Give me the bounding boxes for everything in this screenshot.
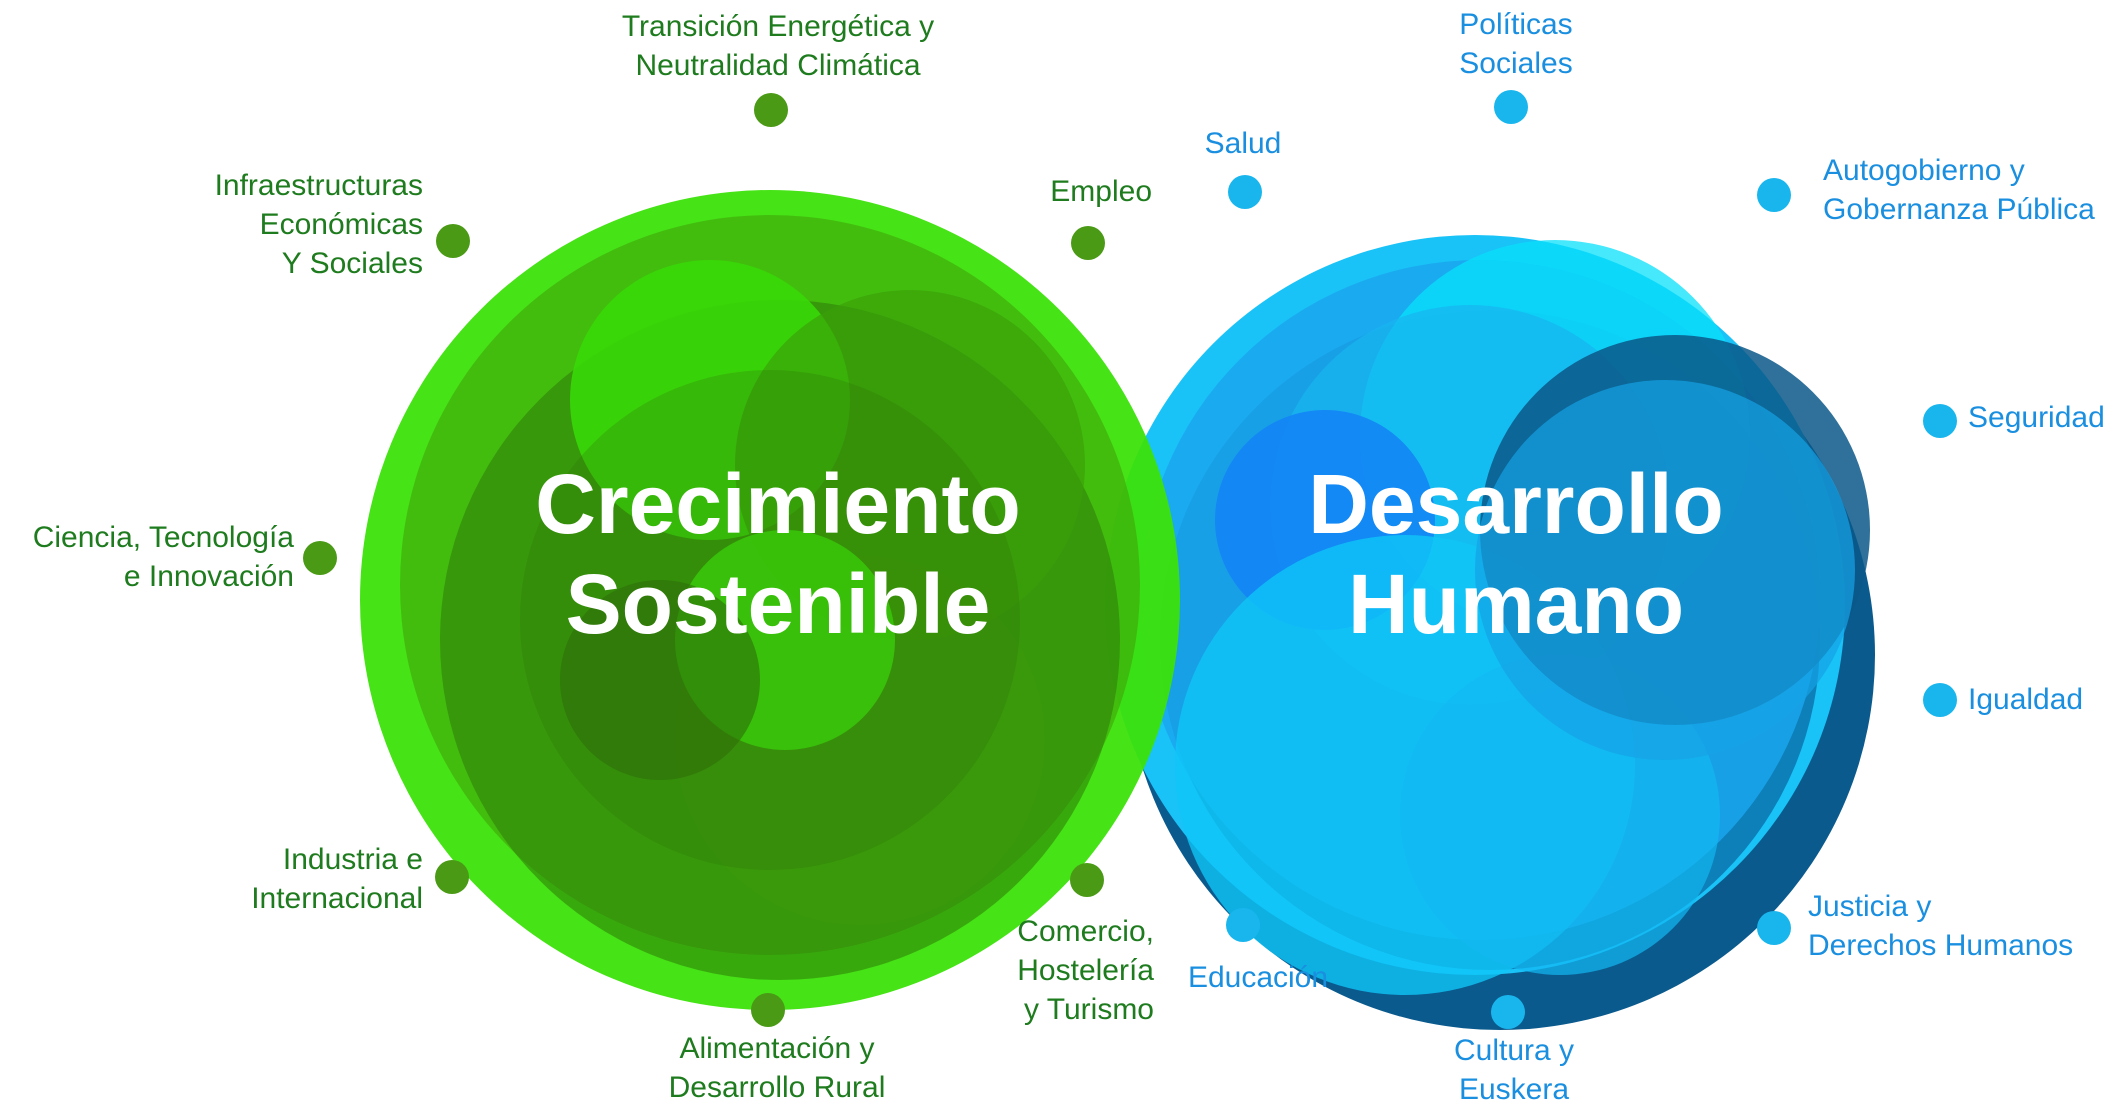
label-line: Sociales (1459, 47, 1572, 80)
right-item-igualdad: Igualdad (1923, 683, 2083, 717)
left-item-empleo: Empleo (1050, 175, 1152, 260)
bullet-dot (1923, 404, 1957, 438)
right-item-salud: Salud (1205, 127, 1282, 209)
label-line: Derechos Humanos (1808, 929, 2073, 962)
bullet-dot (436, 224, 470, 258)
label-line: Hostelería (1017, 954, 1154, 987)
label-line: Igualdad (1968, 683, 2083, 716)
bullet-dot (1228, 175, 1262, 209)
left-title-line1: Crecimiento (535, 457, 1020, 551)
left-item-comercio: Comercio, Hostelería y Turismo (1017, 863, 1154, 1026)
label-line: Gobernanza Pública (1823, 193, 2095, 226)
label-line: Internacional (251, 882, 423, 915)
bullet-dot (754, 93, 788, 127)
label-line: Cultura y (1454, 1034, 1574, 1067)
desarrollo-humano-cluster (1105, 235, 1875, 1030)
green-circle (520, 370, 1020, 870)
label-line: Euskera (1459, 1073, 1569, 1104)
label-line: Comercio, (1017, 915, 1154, 948)
left-item-ciencia-tecnologia: Ciencia, Tecnología e Innovación (33, 521, 337, 593)
label-line: Educación (1188, 961, 1328, 994)
right-item-label: Salud (1205, 127, 1282, 160)
right-item-label: Seguridad (1968, 401, 2105, 434)
left-item-label: Comercio, Hostelería y Turismo (1017, 915, 1154, 1026)
left-item-label: Empleo (1050, 175, 1152, 208)
right-item-label: Cultura y Euskera (1454, 1034, 1574, 1104)
label-line: Infraestructuras (215, 169, 423, 202)
label-line: Ciencia, Tecnología (33, 521, 295, 554)
left-item-alimentacion-y: Alimentación y Desarrollo Rural (669, 993, 886, 1104)
label-line: e Innovación (124, 560, 294, 593)
label-line: Transición Energética y (622, 10, 934, 43)
label-line: Económicas (260, 208, 423, 241)
bullet-dot (1071, 226, 1105, 260)
label-line: Industria e (283, 843, 423, 876)
left-item-label: Industria e Internacional (251, 843, 423, 915)
bullet-dot (1757, 911, 1791, 945)
bullet-dot (751, 993, 785, 1027)
label-line: Políticas (1459, 8, 1572, 41)
bullet-dot (1757, 178, 1791, 212)
right-title-line1: Desarrollo (1308, 457, 1724, 551)
left-item-transicion-energetica-y: Transición Energética y Neutralidad Climá… (622, 10, 934, 127)
right-title-line2: Humano (1348, 557, 1684, 651)
bullet-dot (303, 541, 337, 575)
label-line: Autogobierno y (1823, 154, 2025, 187)
label-line: y Turismo (1024, 993, 1154, 1026)
left-item-label: Alimentación y Desarrollo Rural (669, 1032, 886, 1104)
label-line: Alimentación y (679, 1032, 874, 1065)
items-layer: Transición Energética y Neutralidad Climá… (33, 8, 2105, 1104)
right-item-label: Educación (1188, 961, 1328, 994)
cluster-titles: Crecimiento Sostenible Desarrollo Humano (535, 457, 1723, 651)
label-line: Justicia y (1808, 890, 1931, 923)
bullet-dot (1494, 90, 1528, 124)
label-line: Salud (1205, 127, 1282, 160)
right-item-seguridad: Seguridad (1923, 401, 2105, 438)
left-title-line2: Sostenible (566, 557, 991, 651)
left-item-industria-e: Industria e Internacional (251, 843, 469, 915)
label-line: Neutralidad Climática (635, 49, 920, 82)
right-item-label: Autogobierno y Gobernanza Pública (1823, 154, 2095, 226)
right-item-justicia-y: Justicia y Derechos Humanos (1757, 890, 2073, 962)
left-item-label: Transición Energética y Neutralidad Climá… (622, 10, 934, 82)
right-item-cultura-y: Cultura y Euskera (1454, 995, 1574, 1104)
blue-circle (1475, 380, 1855, 760)
label-line: Y Sociales (282, 247, 423, 280)
label-line: Empleo (1050, 175, 1152, 208)
bullet-dot (1491, 995, 1525, 1029)
bullet-dot (435, 860, 469, 894)
green-circle (560, 580, 760, 780)
right-item-educacion: Educación (1188, 908, 1328, 994)
right-item-autogobierno-y: Autogobierno y Gobernanza Pública (1757, 154, 2095, 226)
bullet-dot (1923, 683, 1957, 717)
crecimiento-sostenible-cluster (360, 190, 1180, 1010)
bullet-dot (1226, 908, 1260, 942)
label-line: Seguridad (1968, 401, 2105, 434)
bullet-dot (1070, 863, 1104, 897)
left-item-label: Ciencia, Tecnología e Innovación (33, 521, 295, 593)
right-item-label: Justicia y Derechos Humanos (1808, 890, 2073, 962)
right-item-label: Igualdad (1968, 683, 2083, 716)
label-line: Desarrollo Rural (669, 1071, 886, 1104)
